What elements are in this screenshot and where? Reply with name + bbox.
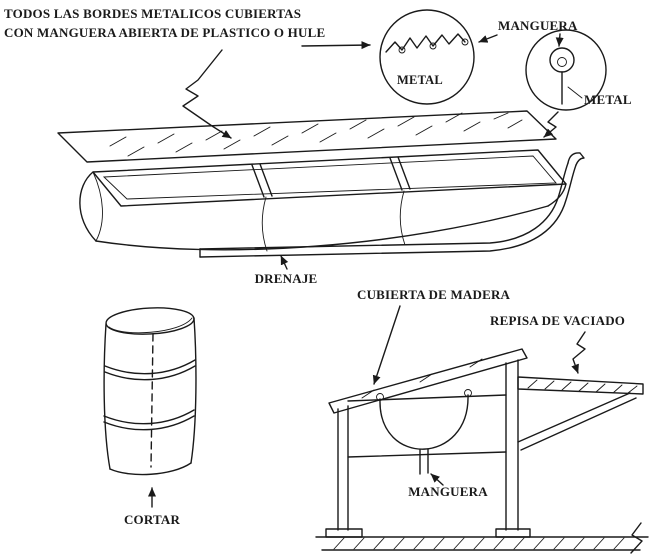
stand-callouts: CUBIERTA DE MADERA REPISA DE VACIADO MAN… bbox=[357, 287, 625, 499]
wood-cover-label: CUBIERTA DE MADERA bbox=[357, 287, 511, 302]
barrel-left-cap-inner bbox=[92, 171, 103, 242]
hatching bbox=[333, 537, 625, 550]
barrel-top bbox=[105, 307, 195, 335]
rim-crossbar-1 bbox=[251, 163, 273, 198]
leader-metal2 bbox=[567, 86, 583, 99]
rim-rail bbox=[347, 394, 507, 402]
cross-rail bbox=[347, 451, 507, 458]
metal-jagged-edge bbox=[385, 33, 466, 53]
leader-pour-shelf bbox=[571, 331, 586, 374]
trough-lid bbox=[57, 110, 557, 163]
leader-detail2-to-trough bbox=[543, 111, 559, 138]
hose-piece-icon bbox=[429, 42, 437, 50]
detail1-circle bbox=[379, 9, 475, 105]
stand-right-post bbox=[505, 359, 519, 531]
barrel-rib-1 bbox=[104, 359, 196, 381]
detail2-manguera-label: MANGUERA bbox=[498, 18, 578, 33]
top-note-line1: TODOS LAS BORDES METALICOS CUBIERTAS bbox=[4, 6, 301, 21]
hose-edge-icon bbox=[376, 393, 384, 401]
hatching bbox=[361, 358, 483, 399]
hose-piece-icon bbox=[398, 46, 406, 54]
drain-pipe-spout bbox=[567, 152, 585, 166]
barrel-bottom bbox=[109, 462, 192, 476]
barrel-top-inner bbox=[108, 317, 193, 334]
barrel-side-right bbox=[190, 317, 197, 464]
shelf-brace bbox=[517, 392, 637, 451]
stand-left-post bbox=[337, 405, 349, 531]
leader-to-detail1 bbox=[301, 41, 371, 50]
hose-bottom-label: MANGUERA bbox=[408, 484, 488, 499]
ground-lines bbox=[315, 536, 649, 551]
rim-crossbar-2 bbox=[389, 156, 411, 191]
top-note: TODOS LAS BORDES METALICOS CUBIERTAS CON… bbox=[4, 6, 371, 139]
drain-pipe-top bbox=[199, 162, 569, 250]
barrel-side-left bbox=[103, 323, 111, 470]
leader-manguera-to-hose bbox=[555, 33, 564, 47]
detail2-circle bbox=[525, 29, 607, 111]
detail2-metal-label: METAL bbox=[584, 92, 632, 107]
left-base-block bbox=[325, 528, 363, 538]
half-barrel-bowl bbox=[379, 394, 469, 450]
hatching bbox=[527, 379, 638, 394]
drain-label: DRENAJE bbox=[255, 271, 318, 286]
barrel-seams bbox=[261, 190, 406, 252]
drain-pipe-bottom bbox=[199, 164, 577, 258]
ground-break-symbol bbox=[630, 522, 643, 554]
hose-bore bbox=[557, 57, 567, 67]
leader-hose-bottom bbox=[430, 473, 444, 486]
leader-wood-cover bbox=[372, 305, 401, 385]
hatching bbox=[109, 112, 523, 157]
barrel-rib-2 bbox=[103, 409, 195, 431]
detail1-metal-label: METAL bbox=[397, 73, 443, 87]
pour-shelf-label: REPISA DE VACIADO bbox=[490, 313, 625, 328]
trough-assembly bbox=[57, 110, 585, 258]
hose-cross-section bbox=[549, 47, 575, 73]
detail-circle-hose-section: MANGUERA METAL bbox=[478, 18, 632, 138]
bowl-hose-pipe bbox=[419, 448, 429, 475]
barrel-left-cap bbox=[79, 171, 97, 242]
leader-drain bbox=[280, 255, 289, 270]
wood-cover-board bbox=[328, 348, 528, 414]
drain-callout: DRENAJE bbox=[255, 255, 318, 286]
stand-cross-section bbox=[315, 348, 649, 554]
cut-label: CORTAR bbox=[124, 512, 181, 527]
barrel-to-cut: CORTAR bbox=[103, 307, 197, 527]
barrel-right-end bbox=[547, 183, 567, 207]
hose-edge-icon bbox=[464, 389, 472, 397]
cut-line bbox=[150, 333, 154, 468]
pour-shelf-board bbox=[517, 376, 644, 395]
trough-rim-inner bbox=[102, 155, 557, 200]
leader-manguera-to-detail1 bbox=[478, 34, 498, 43]
hose-piece-icon bbox=[461, 38, 469, 46]
detail-circle-metal-edge: METAL bbox=[379, 9, 475, 105]
right-base-block bbox=[495, 528, 531, 538]
top-note-line2: CON MANGUERA ABIERTA DE PLASTICO O HULE bbox=[4, 25, 325, 40]
